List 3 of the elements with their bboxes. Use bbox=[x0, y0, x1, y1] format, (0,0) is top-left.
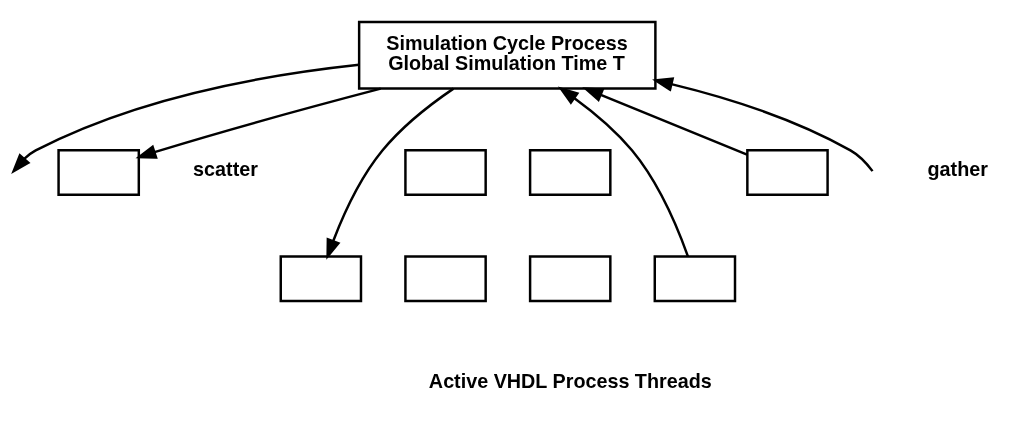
label: gather bbox=[927, 157, 988, 180]
label: scatter bbox=[193, 157, 258, 180]
label: Active VHDL Process Threads bbox=[428, 369, 712, 392]
